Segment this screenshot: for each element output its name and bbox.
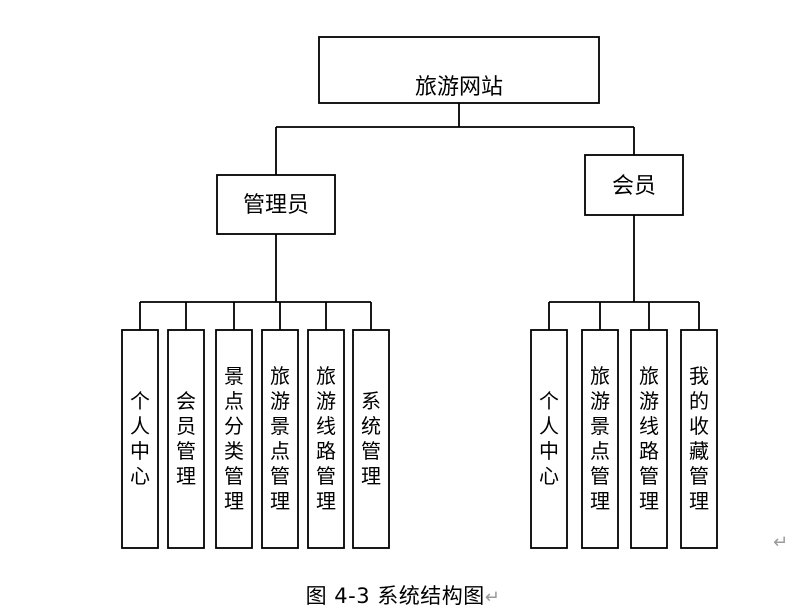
admin-leaf-node: 系统管理 (352, 329, 390, 549)
member-leaf-label: 我的收藏管理 (689, 364, 709, 513)
connector-lines (139, 103, 700, 330)
admin-leaf-label: 景点分类管理 (224, 364, 244, 513)
admin-node: 管理员 (216, 174, 336, 235)
figure-caption: 图 4-3 系统结构图↵ (0, 580, 806, 610)
admin-leaf-label: 旅游景点管理 (270, 364, 290, 513)
member-leaf-node: 我的收藏管理 (680, 329, 718, 549)
admin-leaf-node: 旅游线路管理 (307, 329, 345, 549)
member-leaf-node: 个人中心 (530, 329, 568, 549)
admin-leaf-node: 个人中心 (121, 329, 159, 549)
structure-diagram: 旅游网站 管理员 会员 个人中心 会员管理 景点分类管理 旅游景点管理 旅游线路管理 系统… (121, 36, 718, 549)
admin-leaf-label: 个人中心 (130, 389, 150, 488)
root-label: 旅游网站 (415, 75, 503, 100)
admin-label: 管理员 (243, 193, 309, 218)
return-mark: ↵ (484, 587, 501, 608)
member-leaf-node: 旅游景点管理 (581, 329, 619, 549)
admin-leaf-label: 系统管理 (361, 389, 381, 488)
admin-leaf-label: 会员管理 (176, 389, 196, 488)
member-leaf-label: 个人中心 (539, 389, 559, 488)
admin-leaf-node: 景点分类管理 (215, 329, 253, 549)
admin-leaf-node: 会员管理 (167, 329, 205, 549)
admin-leaf-label: 旅游线路管理 (316, 364, 336, 513)
paragraph-mark: ↵ (773, 532, 789, 553)
admin-leaf-nodes: 个人中心 会员管理 景点分类管理 旅游景点管理 旅游线路管理 系统管理 (121, 329, 390, 549)
member-leaf-nodes: 个人中心 旅游景点管理 旅游线路管理 我的收藏管理 (530, 329, 718, 549)
member-leaf-label: 旅游线路管理 (639, 364, 659, 513)
root-node: 旅游网站 (318, 36, 600, 104)
member-leaf-label: 旅游景点管理 (590, 364, 610, 513)
member-leaf-node: 旅游线路管理 (630, 329, 668, 549)
member-label: 会员 (612, 174, 656, 199)
member-node: 会员 (584, 154, 684, 216)
caption-text: 图 4-3 系统结构图 (305, 584, 485, 608)
admin-leaf-node: 旅游景点管理 (261, 329, 299, 549)
